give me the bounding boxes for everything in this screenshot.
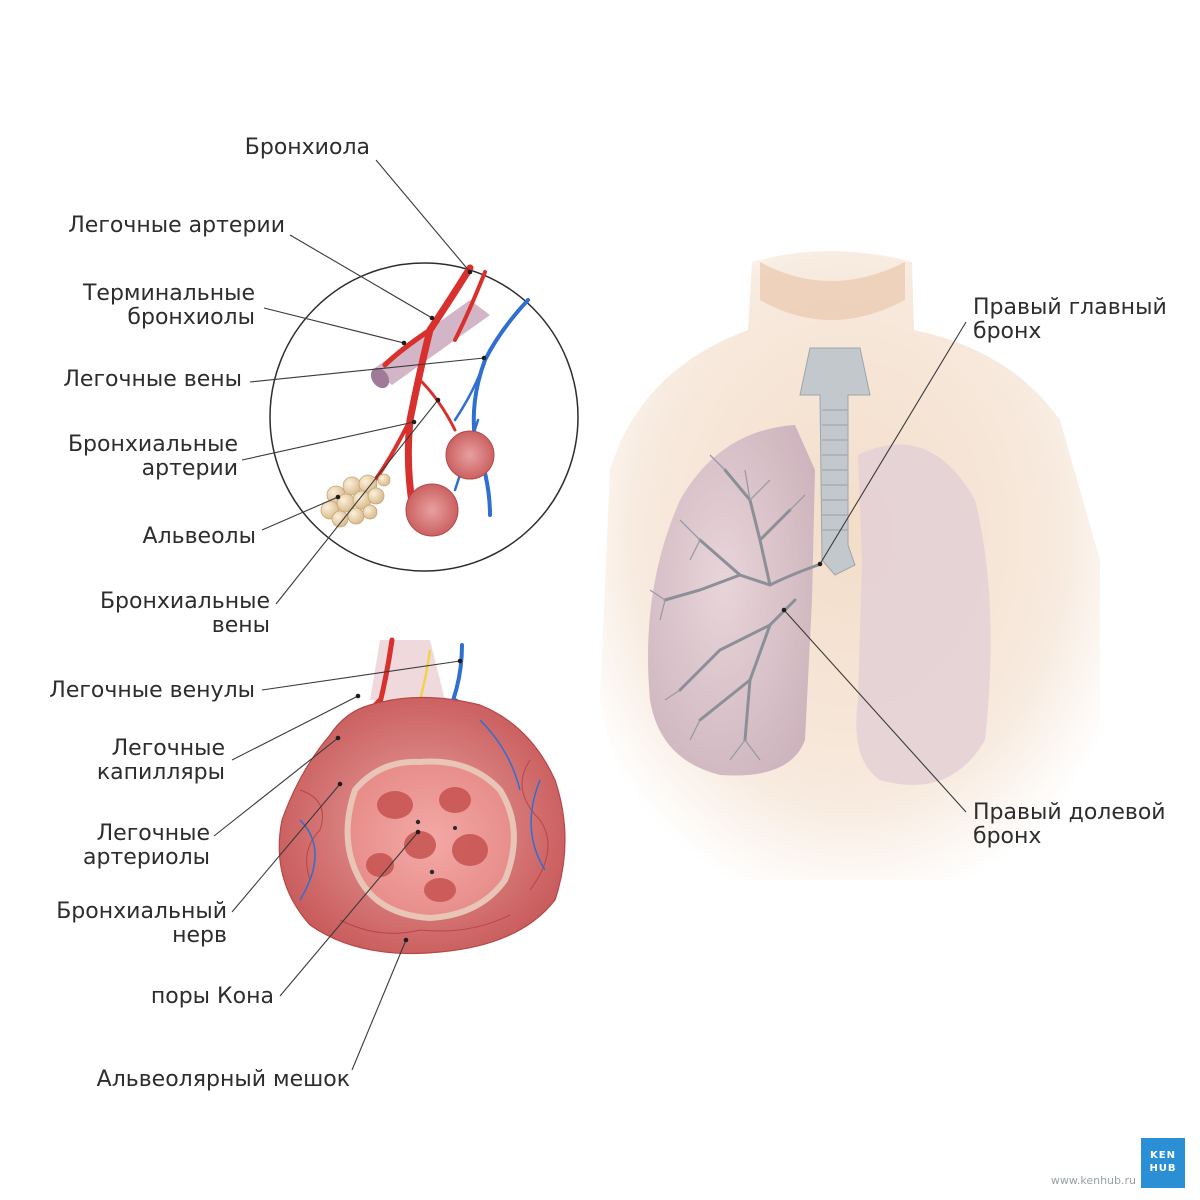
kenhub-logo[interactable]: KEN HUB xyxy=(1141,1138,1185,1188)
alveoli-cluster xyxy=(320,473,391,528)
label-right-main-bronchus: Правый главный бронх xyxy=(973,295,1167,344)
trachea xyxy=(799,347,871,576)
label-pores-of-kohn: поры Кона xyxy=(150,984,274,1009)
label-bronchial-arteries: Бронхиальные артерии xyxy=(67,432,238,481)
logo-line-1: KEN xyxy=(1150,1150,1176,1161)
leader-dots xyxy=(335,269,823,943)
left-lung xyxy=(856,444,991,785)
leader-lines xyxy=(213,159,967,1071)
label-pulmonary-venules: Легочные венулы xyxy=(49,678,255,703)
label-pulmonary-capillaries: Легочные капилляры xyxy=(96,736,225,785)
label-bronchiole: Бронхиола xyxy=(244,135,370,160)
label-pulmonary-arterioles: Легочные артериолы xyxy=(83,821,210,870)
logo-line-2: HUB xyxy=(1149,1163,1177,1174)
label-bronchial-veins: Бронхиальные вены xyxy=(99,589,270,638)
alveolar-sac-detail xyxy=(278,637,566,955)
label-alveoli: Альвеолы xyxy=(142,524,256,549)
label-pulmonary-veins: Легочные вены xyxy=(63,367,242,392)
label-terminal-bronchioles: Терминальные бронхиолы xyxy=(82,281,255,330)
footer-url[interactable]: www.kenhub.ru xyxy=(1050,1174,1136,1187)
label-bronchial-nerve: Бронхиальный нерв xyxy=(56,899,227,948)
label-right-lobar-bronchus: Правый долевой бронх xyxy=(973,800,1166,849)
label-alveolar-sac: Альвеолярный мешок xyxy=(96,1067,350,1092)
right-lung xyxy=(648,425,820,776)
label-pulmonary-arteries: Легочные артерии xyxy=(68,213,285,238)
